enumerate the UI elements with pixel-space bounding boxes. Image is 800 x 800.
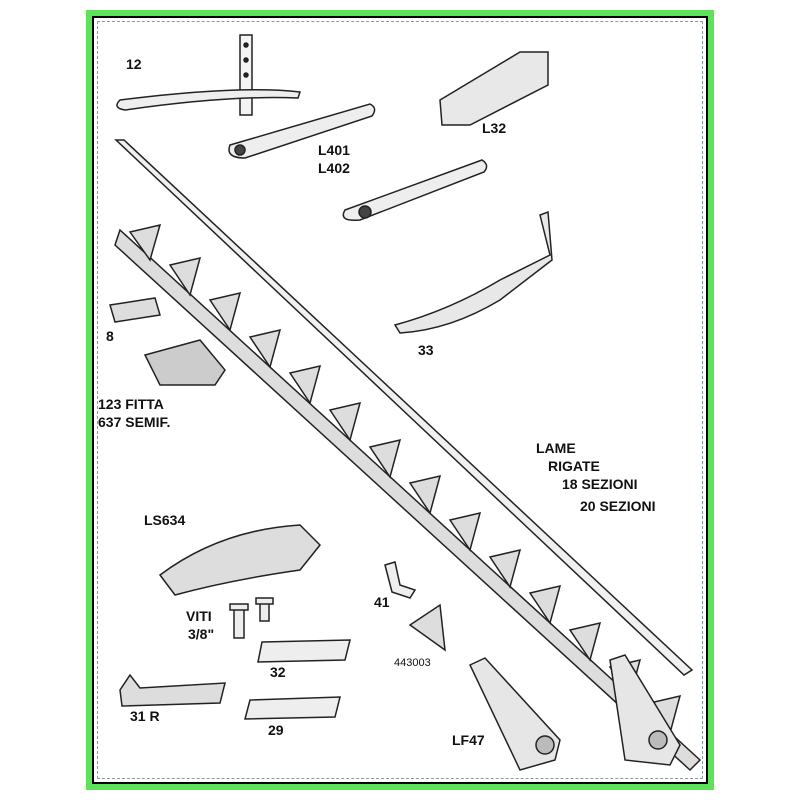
label-viti: VITI (186, 608, 212, 624)
label-l401: L401 (318, 142, 350, 158)
label-lf47: LF47 (452, 732, 485, 748)
part-29-drawing (244, 696, 341, 720)
label-32: 32 (270, 664, 286, 680)
knife-blade-sections (114, 223, 702, 772)
frame-inner-border (92, 16, 708, 784)
part-8-drawing (109, 297, 161, 323)
label-443003: 443003 (394, 657, 431, 669)
label-ls634: LS634 (144, 512, 186, 528)
label-l402: L402 (318, 160, 350, 176)
part-ls634-drawing (158, 524, 322, 596)
label-123-fitta: 123 FITTA (98, 396, 164, 412)
label-lame: LAME (536, 440, 576, 456)
label-viti-size: 3/8" (188, 626, 215, 642)
part-41-drawing (384, 561, 417, 599)
part-12-drawing (116, 34, 302, 116)
label-rigate: RIGATE (548, 458, 600, 474)
frame-dashed-border (97, 21, 703, 779)
part-l32-drawing (439, 51, 549, 126)
part-31r-drawing (119, 673, 226, 707)
part-lf47-drawing (468, 654, 681, 771)
part-l401-drawing (228, 103, 376, 159)
part-33-drawing (393, 210, 553, 334)
part-123-drawing (143, 339, 226, 386)
part-443003-drawing (408, 603, 446, 652)
label-8: 8 (106, 328, 114, 344)
label-637-semif: 637 SEMIF. (98, 414, 171, 430)
label-l32: L32 (482, 120, 507, 136)
label-41: 41 (374, 594, 390, 610)
part-l402-drawing (342, 159, 488, 222)
label-20-sezioni: 20 SEZIONI (580, 498, 656, 514)
label-12: 12 (126, 56, 142, 72)
knife-back-bar (114, 139, 694, 676)
part-32-drawing (257, 639, 351, 663)
label-31r: 31 R (130, 708, 160, 724)
viti-screws-drawing (229, 597, 274, 639)
label-18-sezioni: 18 SEZIONI (562, 476, 638, 492)
label-29: 29 (268, 722, 284, 738)
label-33: 33 (418, 342, 434, 358)
